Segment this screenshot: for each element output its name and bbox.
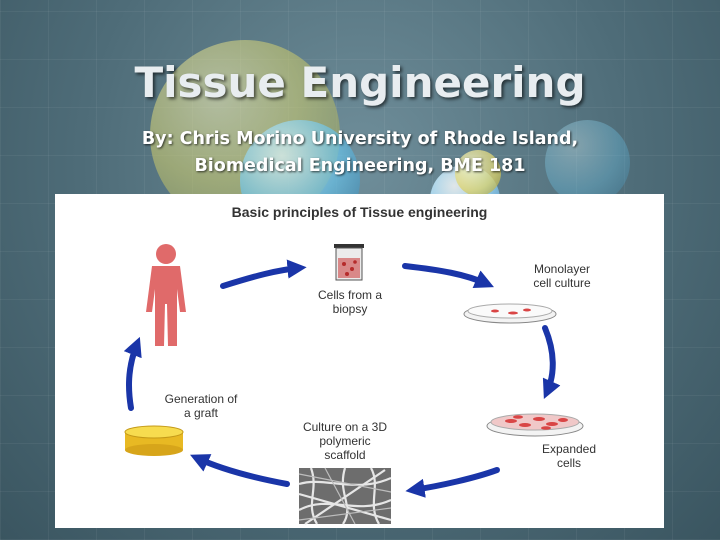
scaffold-fiber-icon	[298, 467, 392, 525]
slide-subtitle: By: Chris Morino University of Rhode Isl…	[60, 126, 660, 180]
human-figure-icon	[146, 244, 186, 346]
step-label-biopsy: Cells from a biopsy	[317, 288, 382, 316]
decorative-bubble	[545, 120, 630, 205]
step-label-monolayer: Monolayer cell culture	[533, 262, 591, 290]
arrow-human-to-biopsy	[220, 259, 307, 289]
decorative-bubble	[455, 150, 501, 196]
subtitle-line-2: Biomedical Engineering, BME 181	[194, 156, 526, 176]
step-label-graft: Generation of a graft	[164, 392, 238, 420]
tissue-engineering-diagram: Basic principles of Tissue engineering C…	[55, 194, 664, 528]
biopsy-vial-icon	[334, 244, 364, 281]
petri-dish-monolayer-icon	[463, 303, 557, 324]
arrow-graft-to-human	[123, 336, 142, 411]
slide-title: Tissue Engineering	[134, 58, 586, 107]
diagram-graphics	[123, 244, 584, 525]
arrow-monolayer-to-expanded	[542, 325, 561, 400]
step-label-scaffold: Culture on a 3D polymeric scaffold	[302, 420, 388, 462]
subtitle-line-1: By: Chris Morino University of Rhode Isl…	[141, 129, 579, 149]
step-label-expanded: Expanded cells	[541, 442, 597, 470]
arrow-biopsy-to-monolayer	[402, 263, 494, 288]
arrow-scaffold-to-graft	[190, 454, 290, 487]
petri-dish-expanded-icon	[486, 413, 584, 437]
arrow-expanded-to-scaffold	[405, 467, 500, 498]
diagram-title: Basic principles of Tissue engineering	[231, 204, 488, 220]
graft-disc-icon	[124, 425, 184, 456]
